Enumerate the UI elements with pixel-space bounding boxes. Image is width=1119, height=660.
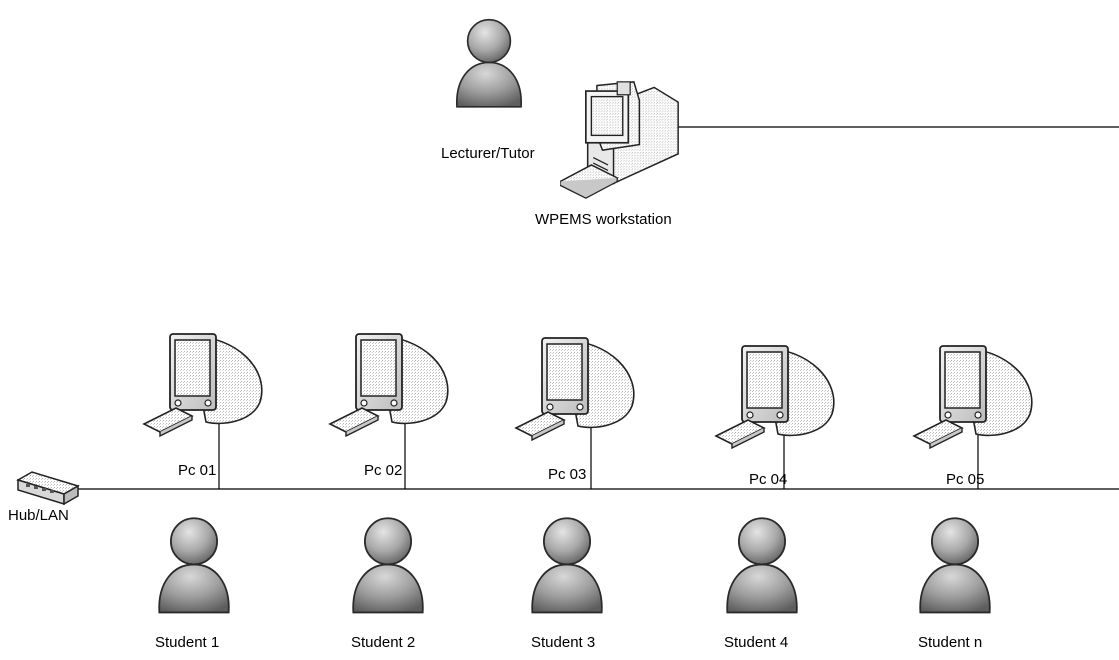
student-4-user-icon xyxy=(726,517,798,614)
student-1-user-icon xyxy=(158,517,230,614)
student-label: Student 2 xyxy=(351,634,416,651)
pc-label: Pc 01 xyxy=(178,462,217,479)
pc-label: Pc 02 xyxy=(364,462,403,479)
network-hub-icon xyxy=(16,471,80,506)
student-label: Student n xyxy=(918,634,983,651)
student-2-user-icon xyxy=(352,517,424,614)
pc-03-monitor-icon xyxy=(515,337,635,441)
pc-02-monitor-icon xyxy=(329,333,449,437)
student-label: Student 3 xyxy=(531,634,596,651)
workstation-label: WPEMS workstation xyxy=(535,211,672,228)
hub-label: Hub/LAN xyxy=(8,507,69,524)
pc-label: Pc 04 xyxy=(749,471,788,488)
pc-01-monitor-icon xyxy=(143,333,263,437)
pc-label: Pc 05 xyxy=(946,471,985,488)
lecturer-label: Lecturer/Tutor xyxy=(441,145,535,162)
student-label: Student 4 xyxy=(724,634,789,651)
student-3-user-icon xyxy=(531,517,603,614)
workstation-desktop-icon xyxy=(560,81,679,199)
student-n-user-icon xyxy=(919,517,991,614)
pc-label: Pc 03 xyxy=(548,466,587,483)
lecturer-user-icon xyxy=(455,18,523,108)
pc-04-monitor-icon xyxy=(715,345,835,449)
student-label: Student 1 xyxy=(155,634,220,651)
pc-05-monitor-icon xyxy=(913,345,1033,449)
